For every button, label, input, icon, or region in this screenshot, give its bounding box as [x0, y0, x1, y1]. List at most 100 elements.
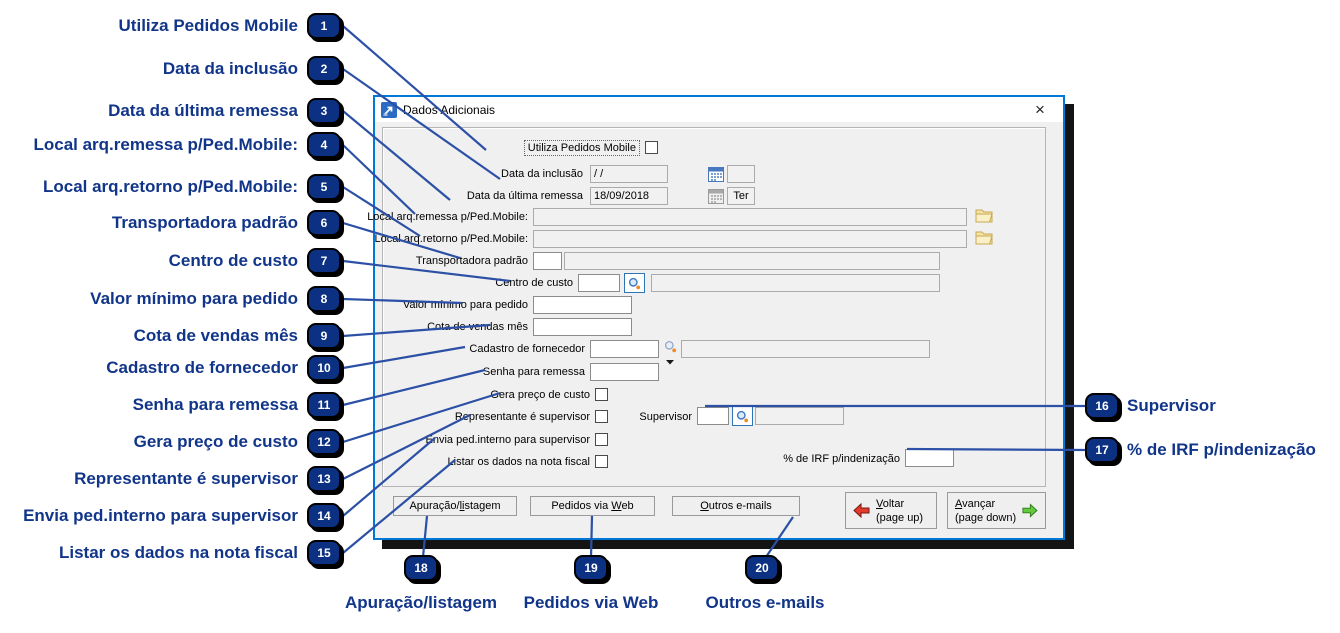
cota-vendas-label: Cota de vendas mês: [427, 321, 528, 333]
callout-badge-3: 3: [307, 98, 341, 124]
gera-preco-checkbox[interactable]: [595, 388, 608, 401]
listar-dados-nf-label: Listar os dados na nota fiscal: [447, 456, 590, 468]
arrow-left-icon: [853, 503, 870, 518]
centro-custo-name-field: [651, 274, 940, 292]
pedidos-via-web-button[interactable]: Pedidos via Web: [530, 496, 655, 516]
callout-label-19: Pedidos via Web: [523, 593, 659, 612]
callout-badge-13: 13: [307, 466, 341, 492]
magnifier-icon: [628, 277, 641, 289]
outros-emails-button[interactable]: Outros e-mails: [672, 496, 800, 516]
cadastro-fornecedor-name-field: [681, 340, 930, 358]
data-inclusao-input[interactable]: / /: [590, 165, 668, 183]
callout-label-2: Data da inclusão: [162, 59, 298, 78]
callout-badge-11: 11: [307, 392, 341, 418]
callout-badge-19: 19: [574, 555, 608, 581]
centro-custo-code-input[interactable]: [578, 274, 620, 292]
search-lookup-button[interactable]: [624, 273, 645, 293]
avancar-button[interactable]: Avançar (page down): [947, 492, 1046, 529]
callout-label-1: Utiliza Pedidos Mobile: [118, 16, 298, 35]
senha-remessa-label: Senha para remessa: [482, 366, 585, 378]
callout-label-15: Listar os dados na nota fiscal: [58, 543, 298, 562]
callout-badge-2: 2: [307, 56, 341, 82]
calendar-disabled-icon: [708, 188, 724, 208]
callout-badge-5: 5: [307, 174, 341, 200]
callout-badge-10: 10: [307, 355, 341, 381]
voltar-button[interactable]: Voltar (page up): [845, 492, 937, 529]
close-icon[interactable]: ×: [1035, 99, 1045, 119]
callout-badge-6: 6: [307, 210, 341, 236]
app-icon: [381, 101, 397, 118]
callout-badge-4: 4: [307, 132, 341, 158]
callout-badge-8: 8: [307, 286, 341, 312]
title-bar[interactable]: Dados Adicionais: [375, 97, 1063, 122]
valor-minimo-label: Valor mínimo para pedido: [402, 299, 528, 311]
irf-label: % de IRF p/indenização: [783, 453, 900, 465]
magnifier-icon: [736, 410, 749, 422]
local-retorno-label: Local arq.retorno p/Ped.Mobile:: [374, 233, 528, 245]
callout-badge-7: 7: [307, 248, 341, 274]
callout-label-10: Cadastro de fornecedor: [106, 358, 298, 377]
calendar-icon[interactable]: [708, 166, 724, 186]
callout-label-13: Representante é supervisor: [74, 469, 298, 488]
gera-preco-label: Gera preço de custo: [490, 389, 590, 401]
local-remessa-label: Local arq.remessa p/Ped.Mobile:: [367, 211, 528, 223]
envia-ped-interno-label: Envia ped.interno para supervisor: [425, 434, 590, 446]
folder-icon[interactable]: [975, 230, 993, 248]
data-inclusao-label: Data da inclusão: [501, 168, 583, 180]
cadastro-fornecedor-code-input[interactable]: [590, 340, 659, 358]
callout-badge-20: 20: [745, 555, 779, 581]
callout-badge-9: 9: [307, 323, 341, 349]
callout-badge-14: 14: [307, 503, 341, 529]
irf-input[interactable]: [905, 449, 954, 467]
data-ultima-remessa-input[interactable]: 18/09/2018: [590, 187, 668, 205]
supervisor-label: Supervisor: [639, 411, 692, 423]
listar-dados-nf-checkbox[interactable]: [595, 455, 608, 468]
callout-label-3: Data da última remessa: [108, 101, 298, 120]
local-remessa-input[interactable]: [533, 208, 967, 226]
callout-label-16: Supervisor: [1127, 396, 1216, 415]
utiliza-pedidos-mobile-label: Utiliza Pedidos Mobile: [523, 140, 640, 156]
window-title: Dados Adicionais: [403, 102, 496, 117]
weekday-box: Ter: [727, 187, 755, 205]
callout-badge-12: 12: [307, 429, 341, 455]
callout-label-20: Outros e-mails: [705, 593, 825, 612]
dropdown-arrow-icon[interactable]: [666, 356, 675, 368]
dialog-dados-adicionais: Dados Adicionais × Utiliza Pedidos Mobil…: [367, 95, 1065, 540]
callout-badge-1: 1: [307, 13, 341, 39]
callout-badge-16: 16: [1085, 393, 1119, 419]
transportadora-code-input[interactable]: [533, 252, 562, 270]
callout-label-17: % de IRF p/indenização: [1127, 440, 1316, 459]
callout-label-7: Centro de custo: [168, 251, 298, 270]
callout-label-8: Valor mínimo para pedido: [90, 289, 298, 308]
callout-badge-18: 18: [404, 555, 438, 581]
callout-label-4: Local arq.remessa p/Ped.Mobile:: [33, 135, 298, 154]
callout-label-18: Apuração/listagem: [344, 593, 498, 612]
folder-icon[interactable]: [975, 208, 993, 226]
magnifier-icon[interactable]: [664, 340, 677, 356]
cota-vendas-input[interactable]: [533, 318, 632, 336]
callout-label-9: Cota de vendas mês: [133, 326, 298, 345]
callout-badge-15: 15: [307, 540, 341, 566]
supervisor-code-input[interactable]: [697, 407, 729, 425]
search-lookup-button[interactable]: [732, 406, 753, 426]
transportadora-name-field: [564, 252, 940, 270]
form-group-box: [382, 127, 1046, 487]
apuracao-listagem-button[interactable]: Apuração/listagem: [393, 496, 517, 516]
utiliza-pedidos-mobile-checkbox[interactable]: [645, 141, 658, 154]
valor-minimo-input[interactable]: [533, 296, 632, 314]
senha-remessa-input[interactable]: [590, 363, 659, 381]
callout-label-14: Envia ped.interno para supervisor: [23, 506, 298, 525]
callout-label-11: Senha para remessa: [132, 395, 298, 414]
callout-badge-17: 17: [1085, 437, 1119, 463]
data-ultima-remessa-label: Data da última remessa: [466, 190, 583, 202]
centro-custo-label: Centro de custo: [495, 277, 573, 289]
transportadora-label: Transportadora padrão: [415, 255, 528, 267]
supervisor-name-field: [755, 407, 844, 425]
callout-label-5: Local arq.retorno p/Ped.Mobile:: [42, 177, 298, 196]
callout-label-6: Transportadora padrão: [111, 213, 298, 232]
local-retorno-input[interactable]: [533, 230, 967, 248]
arrow-right-icon: [1022, 503, 1038, 518]
envia-ped-interno-checkbox[interactable]: [595, 433, 608, 446]
representante-supervisor-checkbox[interactable]: [595, 410, 608, 423]
